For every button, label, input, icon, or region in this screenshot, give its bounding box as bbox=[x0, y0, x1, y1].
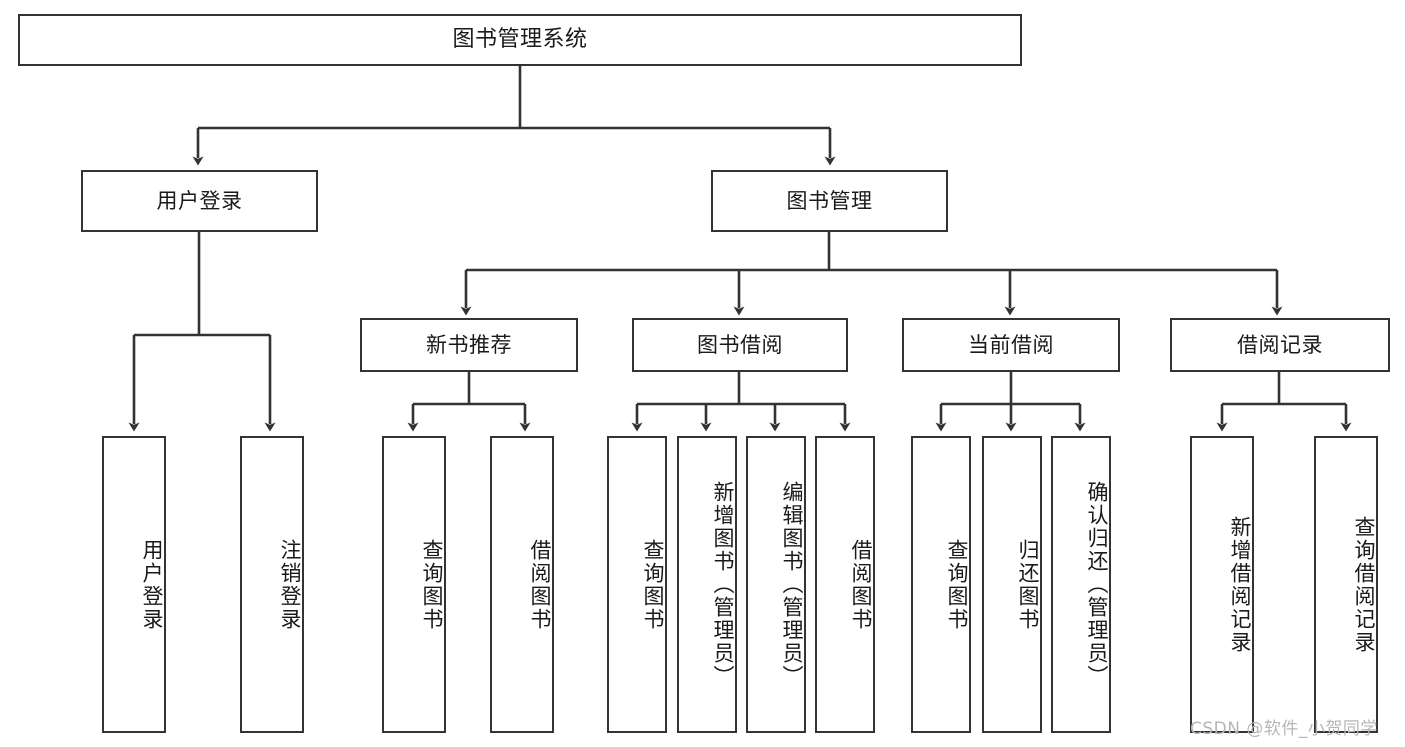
node-label: 图书借阅 bbox=[697, 332, 783, 357]
node-label: 查询图书 bbox=[945, 538, 969, 631]
leaf-current-return-book[interactable]: 归还图书 bbox=[982, 436, 1042, 733]
edges-bookmgmt-to-level3 bbox=[460, 232, 1283, 316]
node-label: 确认归还（管理员） bbox=[1085, 481, 1109, 688]
node-label: 借阅记录 bbox=[1237, 332, 1323, 357]
csdn-watermark: CSDN @软件_小贺同学 bbox=[1190, 719, 1378, 739]
edges-root-to-level2 bbox=[192, 66, 836, 166]
edges-newbook-to-leaves bbox=[407, 372, 531, 432]
leaf-new-book-query-book[interactable]: 查询图书 bbox=[382, 436, 446, 733]
edges-borrow-to-leaves bbox=[631, 372, 851, 432]
node-label: 借阅图书 bbox=[849, 538, 873, 631]
node-label: 新增借阅记录 bbox=[1228, 515, 1252, 654]
node-label: 借阅图书 bbox=[528, 538, 552, 631]
leaf-user-login-login[interactable]: 用户登录 bbox=[102, 436, 166, 733]
node-root-book-management-system[interactable]: 图书管理系统 bbox=[18, 14, 1022, 66]
node-label: 用户登录 bbox=[156, 188, 243, 213]
node-label: 查询借阅记录 bbox=[1352, 515, 1376, 654]
node-label: 归还图书 bbox=[1016, 538, 1040, 631]
leaf-current-query-book[interactable]: 查询图书 bbox=[911, 436, 971, 733]
node-label: 当前借阅 bbox=[968, 332, 1054, 357]
leaf-new-book-borrow-book[interactable]: 借阅图书 bbox=[490, 436, 554, 733]
node-new-book-recommend[interactable]: 新书推荐 bbox=[360, 318, 578, 372]
leaf-borrow-borrow-book[interactable]: 借阅图书 bbox=[815, 436, 875, 733]
node-user-login[interactable]: 用户登录 bbox=[81, 170, 318, 232]
leaf-user-login-logout[interactable]: 注销登录 bbox=[240, 436, 304, 733]
node-book-management[interactable]: 图书管理 bbox=[711, 170, 948, 232]
leaf-current-confirm-return-admin[interactable]: 确认归还（管理员） bbox=[1051, 436, 1111, 733]
node-label: 新增图书（管理员） bbox=[711, 481, 735, 688]
leaf-record-query-borrow-record[interactable]: 查询借阅记录 bbox=[1314, 436, 1378, 733]
node-label: 编辑图书（管理员） bbox=[780, 481, 804, 688]
leaf-record-add-borrow-record[interactable]: 新增借阅记录 bbox=[1190, 436, 1254, 733]
node-label: 用户登录 bbox=[140, 538, 164, 631]
node-book-borrow[interactable]: 图书借阅 bbox=[632, 318, 848, 372]
node-label: 注销登录 bbox=[278, 538, 302, 631]
leaf-borrow-add-book-admin[interactable]: 新增图书（管理员） bbox=[677, 436, 737, 733]
node-label: 图书管理 bbox=[786, 188, 873, 213]
node-borrow-record[interactable]: 借阅记录 bbox=[1170, 318, 1390, 372]
leaf-borrow-edit-book-admin[interactable]: 编辑图书（管理员） bbox=[746, 436, 806, 733]
edges-current-to-leaves bbox=[935, 372, 1086, 432]
edges-record-to-leaves bbox=[1216, 372, 1352, 432]
edges-userlogin-to-leaves bbox=[128, 232, 276, 432]
node-label: 新书推荐 bbox=[426, 332, 512, 357]
node-label: 查询图书 bbox=[641, 538, 665, 631]
leaf-borrow-query-book[interactable]: 查询图书 bbox=[607, 436, 667, 733]
node-label: 图书管理系统 bbox=[452, 27, 588, 53]
node-label: 查询图书 bbox=[420, 538, 444, 631]
node-current-borrow[interactable]: 当前借阅 bbox=[902, 318, 1120, 372]
